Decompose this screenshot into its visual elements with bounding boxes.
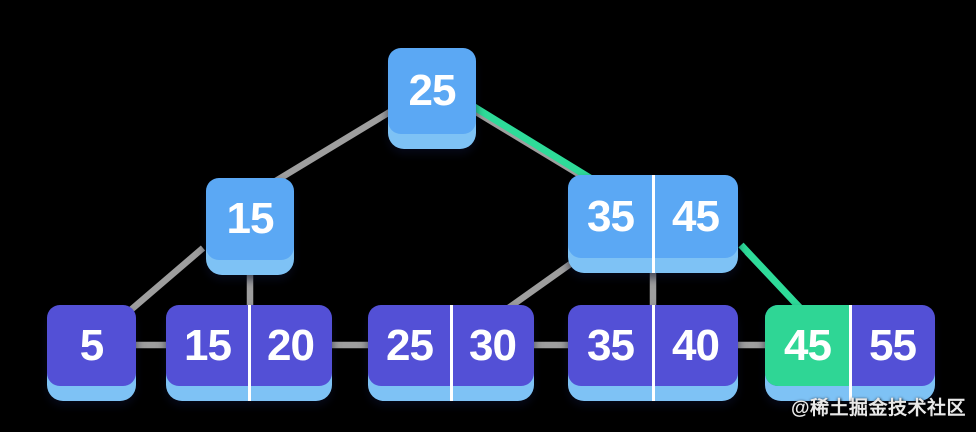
key-cell-leaf-55: 55 [869,320,917,370]
key-cell-internal-15: 15 [226,194,275,243]
key-cell-leaf-30: 30 [469,320,517,370]
node-root: 25 [388,48,476,149]
key-cell-leaf-20: 20 [267,320,315,370]
node-internal-right: 35 45 [568,175,738,273]
edge-root-to-internal-right-highlight [469,102,592,181]
key-cell-root-25: 25 [408,66,457,115]
cell-divider [449,305,453,401]
edge-root-to-internal-left [272,107,395,185]
key-cell-leaf-40: 40 [672,320,720,370]
cell-divider [651,305,655,401]
key-cell-leaf-25: 25 [386,320,434,370]
leaf-node-1-face: 5 [47,305,136,386]
leaf-node-2: 15 20 [166,305,332,401]
edge-internal-right-to-leaf5-highlight [738,242,803,311]
watermark: @稀土掘金技术社区 [790,398,966,419]
key-cell-leaf-35: 35 [587,320,635,370]
node-internal-left: 15 [206,178,294,275]
cell-divider [848,305,852,401]
leaf-node-4: 35 40 [568,305,738,401]
leaf-node-3: 25 30 [368,305,534,401]
key-cell-leaf-15: 15 [184,320,232,370]
key-cell-internal-45: 45 [672,191,720,241]
leaf-node-5: 45 55 [765,305,935,401]
cell-divider [247,305,251,401]
cell-divider [651,175,655,273]
node-root-face: 25 [388,48,476,134]
key-cell-leaf-5: 5 [79,320,104,370]
leaf-node-1: 5 [47,305,136,401]
node-internal-left-face: 15 [206,178,294,260]
key-cell-internal-35: 35 [587,191,635,241]
key-cell-leaf-45-highlighted: 45 [765,305,850,386]
edge-internal-left-to-leaf1 [123,245,206,317]
